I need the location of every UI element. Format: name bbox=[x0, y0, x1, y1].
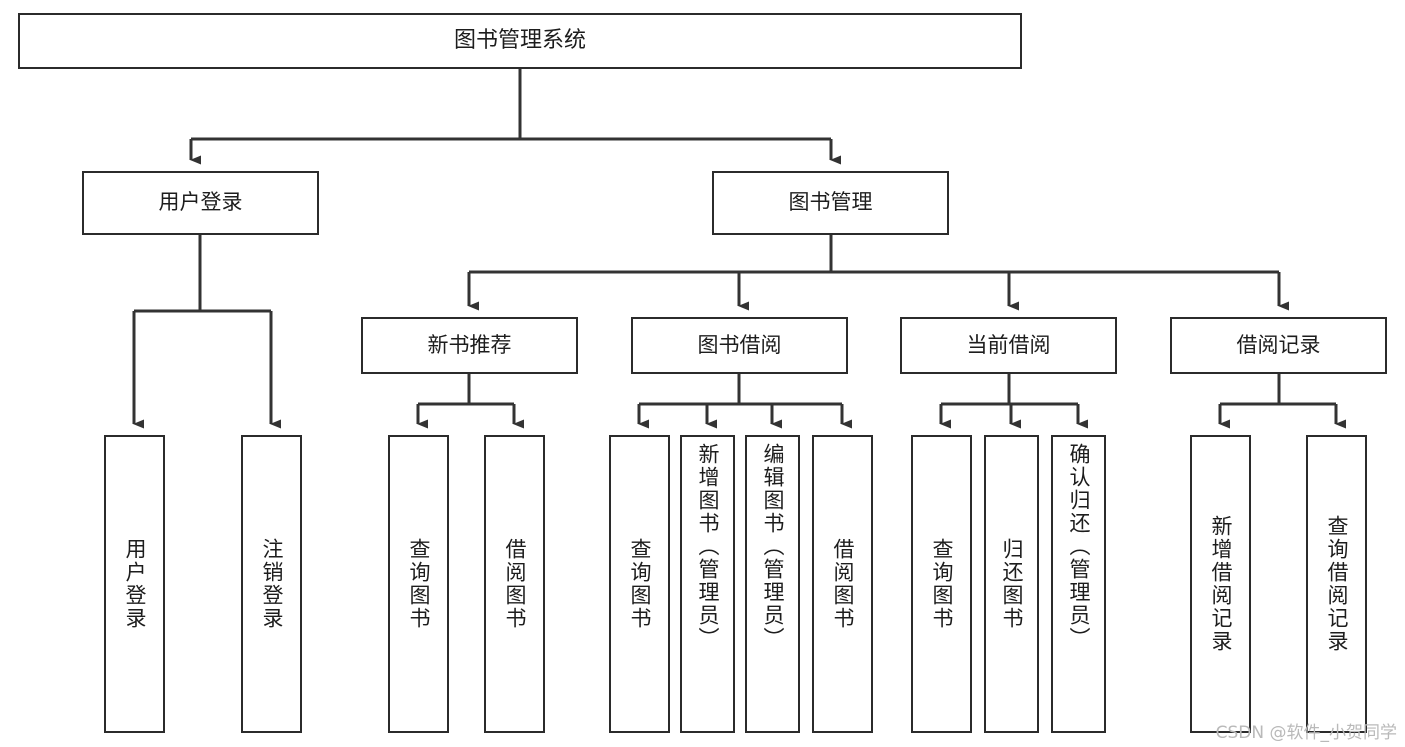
node-label: 借阅记录 bbox=[1236, 332, 1321, 357]
node-label: 借阅图书 bbox=[503, 538, 527, 630]
node-label: 查询图书 bbox=[628, 538, 652, 630]
leaf-logout-login[interactable]: 注销登录 bbox=[241, 435, 302, 733]
leaf-edit-book-admin[interactable]: 编辑图书（管理员） bbox=[745, 435, 800, 733]
node-label: 编辑图书（管理员） bbox=[761, 443, 785, 650]
node-label: 图书管理系统 bbox=[453, 27, 586, 53]
leaf-query-book-borrow[interactable]: 查询图书 bbox=[609, 435, 670, 733]
leaf-user-login[interactable]: 用户登录 bbox=[104, 435, 165, 733]
node-user-login[interactable]: 用户登录 bbox=[82, 171, 319, 235]
leaf-return-book[interactable]: 归还图书 bbox=[984, 435, 1039, 733]
node-label: 当前借阅 bbox=[966, 332, 1051, 357]
leaf-add-book-admin[interactable]: 新增图书（管理员） bbox=[680, 435, 735, 733]
node-label: 借阅图书 bbox=[831, 538, 855, 630]
node-label: 查询图书 bbox=[407, 538, 431, 630]
node-book-management-system[interactable]: 图书管理系统 bbox=[18, 13, 1022, 69]
leaf-add-borrow-record[interactable]: 新增借阅记录 bbox=[1190, 435, 1251, 733]
connector-borrowrecord-to-leaves bbox=[1218, 374, 1346, 429]
node-label: 查询图书 bbox=[930, 538, 954, 630]
connector-bookborrow-to-leaves bbox=[637, 374, 852, 429]
connector-root-to-level2 bbox=[189, 69, 841, 165]
connector-bookmgmt-to-level3 bbox=[467, 235, 1289, 311]
node-label: 确认归还（管理员） bbox=[1067, 443, 1091, 650]
node-book-management[interactable]: 图书管理 bbox=[712, 171, 949, 235]
connector-userlogin-to-leaves bbox=[132, 235, 281, 429]
node-label: 新增图书（管理员） bbox=[696, 443, 720, 650]
node-label: 注销登录 bbox=[260, 538, 284, 630]
connector-newbook-to-leaves bbox=[416, 374, 524, 429]
node-new-book-recommend[interactable]: 新书推荐 bbox=[361, 317, 578, 374]
node-borrow-record[interactable]: 借阅记录 bbox=[1170, 317, 1387, 374]
node-book-borrow[interactable]: 图书借阅 bbox=[631, 317, 848, 374]
node-label: 图书借阅 bbox=[697, 332, 782, 357]
leaf-query-book-current[interactable]: 查询图书 bbox=[911, 435, 972, 733]
leaf-confirm-return-admin[interactable]: 确认归还（管理员） bbox=[1051, 435, 1106, 733]
leaf-query-borrow-record[interactable]: 查询借阅记录 bbox=[1306, 435, 1367, 733]
leaf-borrow-book[interactable]: 借阅图书 bbox=[812, 435, 873, 733]
connector-currentborrow-to-leaves bbox=[939, 374, 1088, 429]
node-label: 新书推荐 bbox=[427, 332, 512, 357]
node-label: 图书管理 bbox=[788, 190, 873, 215]
leaf-query-book-recommend[interactable]: 查询图书 bbox=[388, 435, 449, 733]
node-current-borrow[interactable]: 当前借阅 bbox=[900, 317, 1117, 374]
node-label: 用户登录 bbox=[123, 538, 147, 630]
node-label: 用户登录 bbox=[158, 190, 243, 215]
watermark-text: CSDN @软件_小贺同学 bbox=[1215, 723, 1397, 743]
leaf-borrow-book-recommend[interactable]: 借阅图书 bbox=[484, 435, 545, 733]
node-label: 新增借阅记录 bbox=[1209, 515, 1233, 653]
node-label: 查询借阅记录 bbox=[1325, 515, 1349, 653]
node-label: 归还图书 bbox=[1000, 538, 1024, 630]
